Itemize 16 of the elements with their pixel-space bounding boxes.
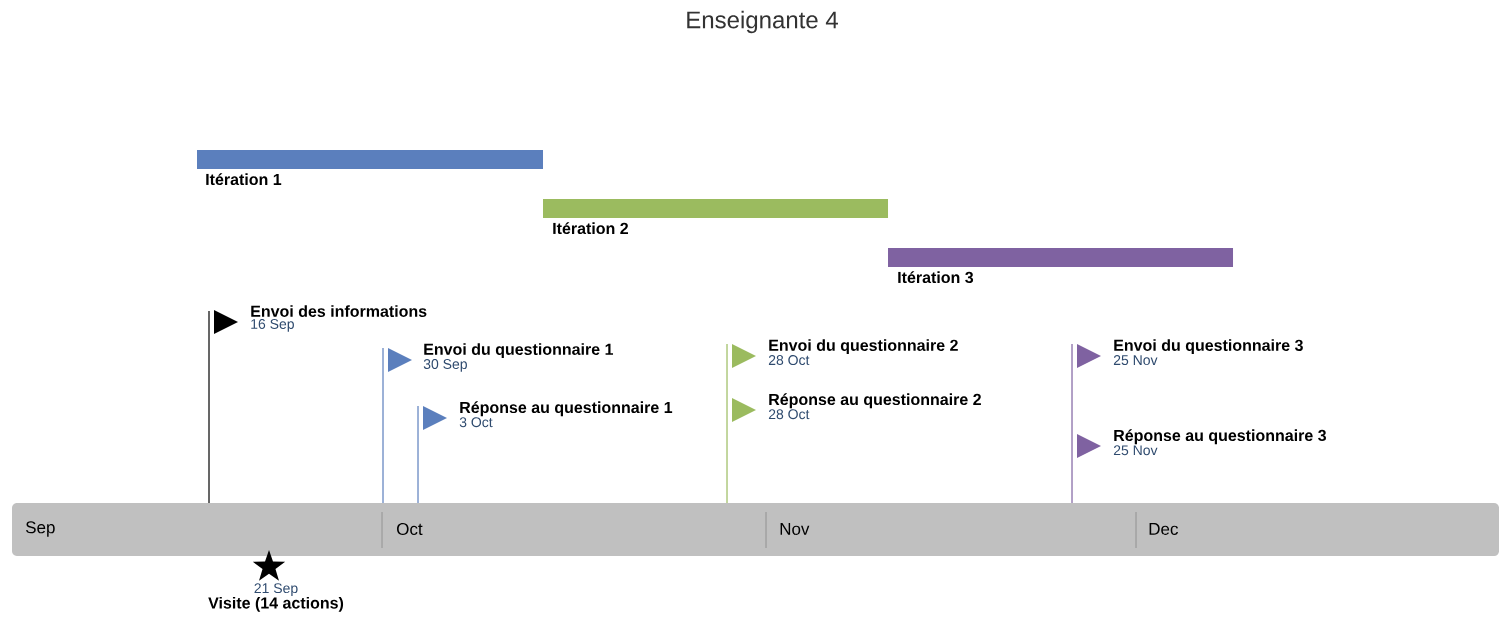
month-label: Oct [397,523,423,536]
month-label: Nov [780,523,810,535]
milestone-label: Envoi du questionnaire 1 30 Sep [423,343,613,372]
milestone-label: Envoi du questionnaire 2 28 Oct [768,339,958,366]
bar-label: Itération 3 [898,271,974,284]
chart-title: Enseignante 4 [687,10,838,34]
milestone-label: 21 Sep Visite (14 actions) [208,583,344,612]
milestone-label: Réponse au questionnaire 2 28 Oct [768,393,981,420]
month-label: Dec [1149,523,1178,535]
milestone-label: Envoi du questionnaire 3 25 Nov [1113,339,1303,366]
milestone-label: Envoi des informations 16 Sep [251,305,427,332]
milestone-label: Réponse au questionnaire 3 25 Nov [1113,429,1326,456]
milestone-label: Réponse au questionnaire 1 3 Oct [459,401,673,428]
bar-label: Itération 1 [206,173,282,186]
month-label: Sep [25,521,55,537]
bar-label: Itération 2 [553,222,628,235]
